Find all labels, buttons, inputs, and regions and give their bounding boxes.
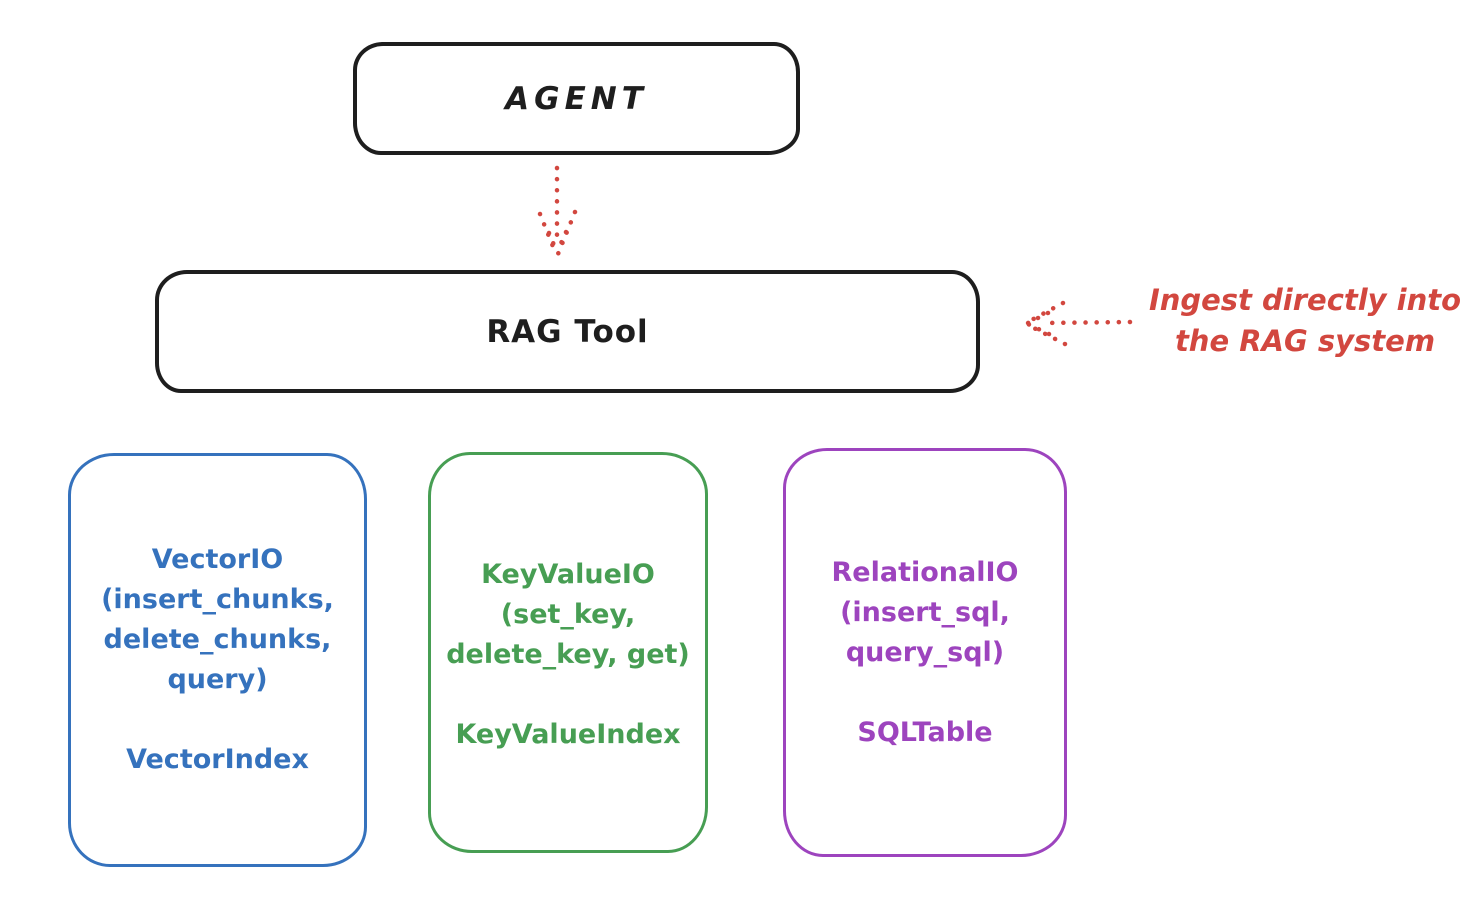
relational-io-line: query_sql) xyxy=(845,637,1005,668)
agent-box: AGENT xyxy=(353,42,800,155)
ingest-annotation-line1: Ingest directly into xyxy=(1148,283,1462,317)
relational-io-line: RelationalIO xyxy=(831,557,1019,588)
dotted-arrow-left-icon xyxy=(1023,300,1133,347)
rag-tool-label: RAG Tool xyxy=(486,313,649,350)
rag-tool-box: RAG Tool xyxy=(155,270,980,393)
keyvalue-index-label: KeyValueIndex xyxy=(455,719,681,750)
keyvalue-io-line: (set_key, xyxy=(500,599,636,630)
vector-io-line: query) xyxy=(167,664,268,695)
keyvalue-io-line: delete_key, get) xyxy=(446,639,690,670)
keyvalue-io-box: KeyValueIO (set_key, delete_key, get) Ke… xyxy=(428,452,708,853)
vector-io-line: VectorIO xyxy=(151,544,284,575)
relational-io-box: RelationalIO (insert_sql, query_sql) SQL… xyxy=(783,448,1067,857)
ingest-annotation: Ingest directly into the RAG system xyxy=(1135,280,1475,362)
sql-table-label: SQLTable xyxy=(857,717,993,748)
vector-io-box: VectorIO (insert_chunks, delete_chunks, … xyxy=(68,453,367,867)
dotted-arrow-down-icon xyxy=(537,165,578,257)
vector-index-label: VectorIndex xyxy=(126,744,309,775)
relational-io-line: (insert_sql, xyxy=(840,597,1010,628)
keyvalue-io-line: KeyValueIO xyxy=(481,559,655,590)
agent-label: AGENT xyxy=(505,80,648,117)
vector-io-line: (insert_chunks, xyxy=(101,584,334,615)
vector-io-line: delete_chunks, xyxy=(103,624,332,655)
ingest-annotation-line2: the RAG system xyxy=(1174,324,1436,358)
